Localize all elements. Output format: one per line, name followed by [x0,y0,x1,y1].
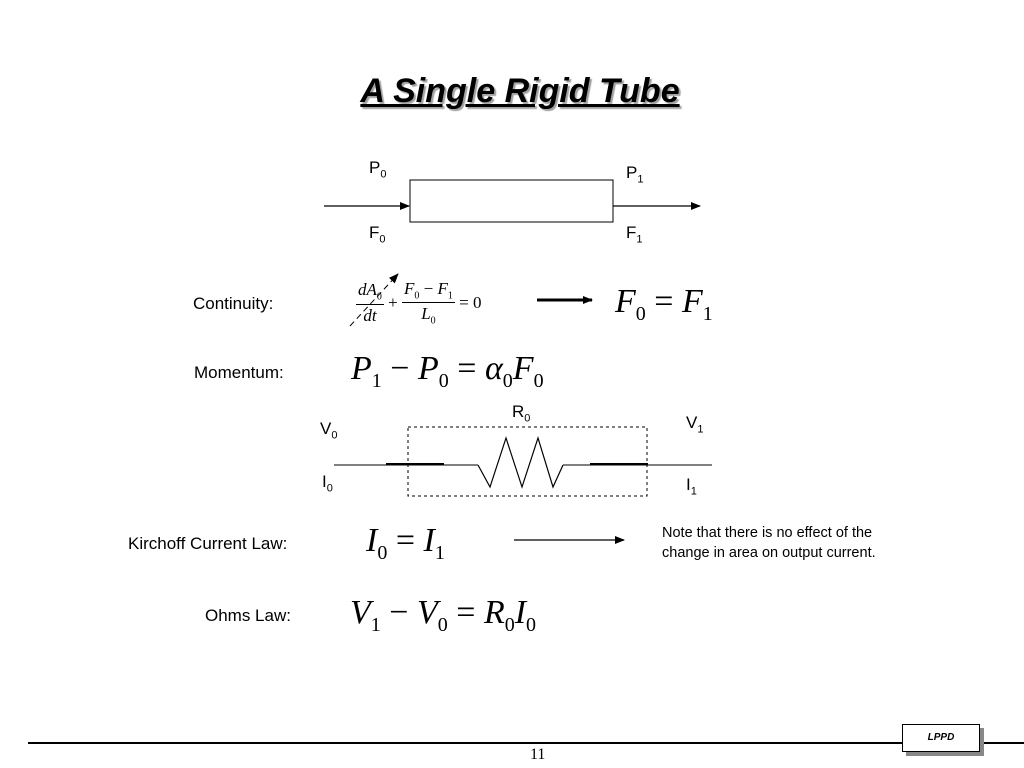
ohms-equation: V1 − V0 = R0I0 [350,594,537,636]
kirchoff-note: Note that there is no effect of the chan… [662,525,876,561]
footer-logo-box: LPPD [902,724,980,752]
label-v0: V0 [320,419,338,442]
continuity-equation: dA0 dt + F0 − F1 L0 = 0 [356,279,482,327]
momentum-equation: P1 − P0 = α0F0 [351,350,544,392]
continuity-label: Continuity: [193,294,274,313]
label-p1: P1 [626,163,644,186]
label-i0: I0 [322,472,333,495]
page-number: 11 [530,746,546,763]
tube-rectangle [409,179,614,223]
label-f1: F1 [626,223,643,246]
continuity-result: F0 = F1 [615,283,713,325]
label-i1: I1 [686,475,697,498]
kirchoff-equation: I0 = I1 [366,522,445,564]
label-r0: R0 [512,402,531,425]
slide-title: A Single Rigid Tube [360,72,680,110]
kirchoff-label: Kirchoff Current Law: [128,534,288,553]
label-p0: P0 [369,158,387,181]
label-v1: V1 [686,413,704,436]
momentum-label: Momentum: [194,363,284,382]
resistor-dashed-box [407,426,648,497]
ohms-label: Ohms Law: [205,606,291,625]
resistor-zigzag [477,436,564,489]
area-change-dashed-arrow [349,273,399,327]
label-f0: F0 [369,223,386,246]
